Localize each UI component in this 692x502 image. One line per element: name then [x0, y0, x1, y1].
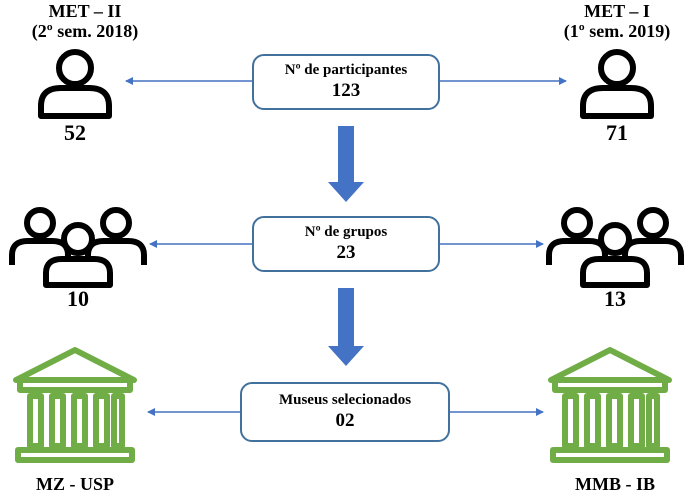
museums-title: Museus selecionados [278, 392, 412, 409]
museum-icon [548, 347, 672, 463]
met-i-groups: 13 [604, 286, 626, 311]
met-ii-label: MET – II [48, 1, 122, 21]
groups-title: Nº de grupos [304, 224, 388, 241]
met-ii-participants: 52 [64, 120, 86, 145]
museum-mz-usp: MZ - USP [36, 474, 114, 494]
met-i-title: MET – I (1º sem. 2019) [542, 1, 692, 42]
met-ii-semester: (2º sem. 2018) [31, 20, 139, 41]
groups-total: 23 [336, 241, 356, 263]
participants-title: Nº de participantes [284, 62, 408, 79]
down-arrow-1 [328, 126, 364, 202]
museums-box: Museus selecionados 02 [240, 382, 450, 442]
person-icon [580, 49, 654, 119]
museum-mmb-ib: MMB - IB [575, 474, 655, 494]
met-i-label: MET – I [584, 1, 650, 21]
person-icon [38, 49, 112, 119]
participants-total: 123 [331, 79, 361, 101]
met-ii-groups: 10 [67, 286, 89, 311]
group-icon [9, 207, 147, 288]
museum-icon [13, 347, 137, 463]
met-i-participants: 71 [606, 120, 628, 145]
met-ii-title: MET – II (2º sem. 2018) [10, 1, 160, 42]
group-icon [546, 207, 684, 288]
participants-box: Nº de participantes 123 [252, 54, 440, 110]
museums-total: 02 [335, 409, 355, 431]
down-arrow-2 [328, 288, 364, 366]
groups-box: Nº de grupos 23 [252, 216, 440, 272]
met-i-semester: (1º sem. 2019) [563, 20, 671, 41]
